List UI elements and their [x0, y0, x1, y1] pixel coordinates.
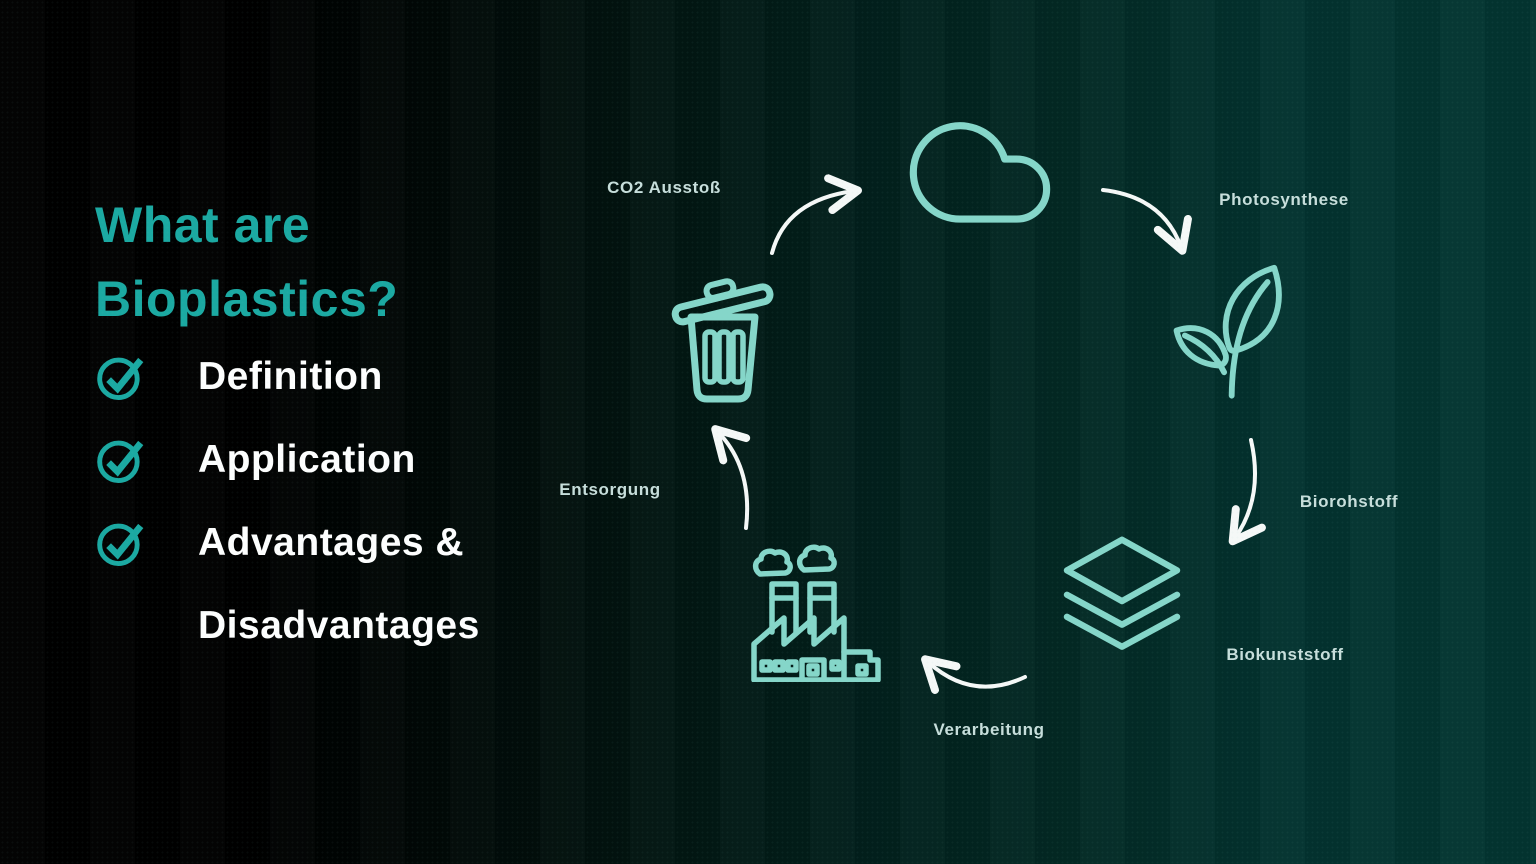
cloud-icon: [909, 122, 1051, 223]
arrow-cloud-to-plant: [1101, 188, 1192, 255]
plant-sprout-icon: [1173, 264, 1282, 399]
factory-icon: [751, 544, 881, 682]
list-item-label: Definition: [198, 355, 383, 398]
list-item: Disadvantages: [198, 599, 480, 653]
check-circle-icon: [97, 357, 144, 400]
arrow-layers-to-factory: [921, 655, 1027, 694]
title-line-1: What are: [95, 197, 311, 253]
check-circle-icon: [97, 523, 144, 566]
list-item-label: Advantages &: [198, 521, 465, 564]
title-line-2: Bioplastics?: [95, 271, 399, 327]
list-item: Application: [95, 433, 480, 487]
list-item-label: Application: [198, 438, 416, 481]
label-verarbeitung: Verarbeitung: [933, 720, 1045, 739]
label-photosynthese: Photosynthese: [1219, 190, 1349, 209]
label-biorohstoff: Biorohstoff: [1299, 492, 1399, 511]
checklist: Definition Application Advantages & Disa…: [95, 350, 480, 682]
label-entsorgung: Entsorgung: [559, 480, 661, 499]
arrow-co2-to-cloud: [770, 174, 862, 255]
list-item-label: Disadvantages: [198, 604, 480, 647]
arrow-plant-to-layers: [1228, 438, 1266, 546]
page-title: What are Bioplastics?: [95, 188, 398, 336]
label-co2-ausstoss: CO2 Ausstoß: [607, 178, 721, 197]
check-circle-icon: [97, 440, 144, 483]
arrow-factory-to-trash: [711, 425, 751, 530]
layers-icon: [1063, 536, 1181, 650]
trash-can-icon: [671, 278, 774, 403]
list-item: Definition: [95, 350, 480, 404]
list-item: Advantages &: [95, 516, 480, 570]
label-biokunststoff: Biokunststoff: [1226, 645, 1344, 664]
